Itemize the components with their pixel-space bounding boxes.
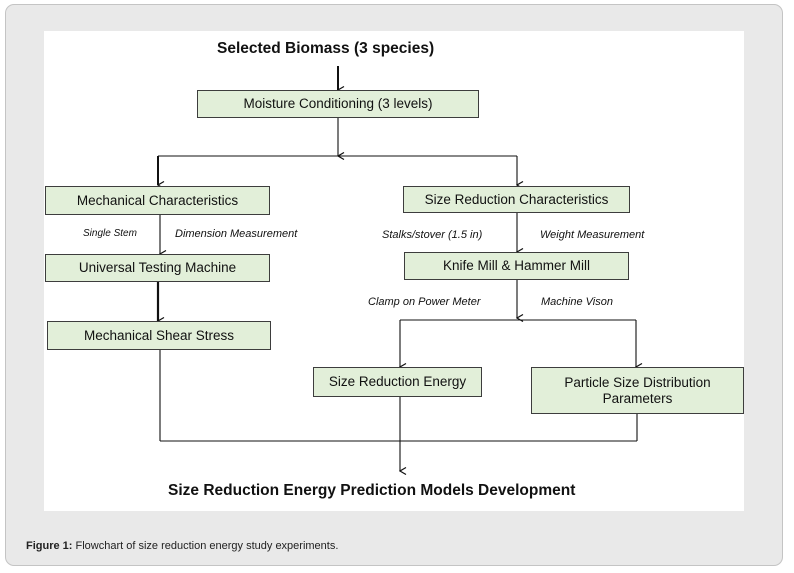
universal-testing-machine-box: Universal Testing Machine (45, 254, 270, 282)
caption-label: Figure 1: (26, 540, 73, 552)
mechanical-characteristics-box: Mechanical Characteristics (45, 186, 270, 215)
diagram-title: Selected Biomass (3 species) (217, 40, 435, 57)
note-single-stem: Single Stem (83, 228, 137, 239)
size-reduction-energy-box: Size Reduction Energy (313, 367, 482, 397)
moisture-conditioning-box: Moisture Conditioning (3 levels) (197, 90, 479, 118)
caption-text: Flowchart of size reduction energy study… (72, 540, 339, 552)
note-clamp-power-meter: Clamp on Power Meter (368, 296, 481, 308)
note-weight-measurement: Weight Measurement (540, 229, 645, 241)
knife-hammer-mill-box: Knife Mill & Hammer Mill (404, 252, 629, 280)
figure-caption: Figure 1: Flowchart of size reduction en… (26, 540, 338, 552)
mechanical-shear-stress-box: Mechanical Shear Stress (47, 321, 271, 350)
note-dimension-measurement: Dimension Measurement (175, 228, 298, 240)
particle-size-distribution-box: Particle Size Distribution Parameters (531, 367, 744, 414)
note-machine-vision: Machine Vison (541, 296, 613, 308)
note-stalks-stover: Stalks/stover (1.5 in) (382, 229, 483, 241)
models-development-title: Size Reduction Energy Prediction Models … (168, 482, 576, 499)
size-reduction-characteristics-box: Size Reduction Characteristics (403, 186, 630, 213)
